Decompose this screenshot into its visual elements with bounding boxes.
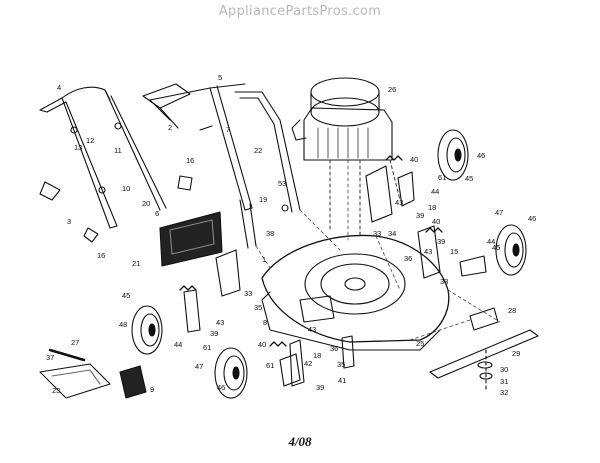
lower-handle xyxy=(39,86,167,229)
part-callout: 38 xyxy=(266,229,274,238)
part-callout: 40 xyxy=(410,155,418,164)
part-callout: 43 xyxy=(395,198,403,207)
part-callout: 12 xyxy=(86,136,94,145)
wheel-front-right xyxy=(495,224,527,276)
engine xyxy=(291,77,401,237)
part-callout: 47 xyxy=(195,362,203,371)
assembly-guide-lines xyxy=(255,159,501,341)
part-callout: 4 xyxy=(57,83,61,92)
part-callout: 25 xyxy=(416,339,424,348)
part-callout: 45 xyxy=(465,174,473,183)
part-callout: 39 xyxy=(416,211,424,220)
part-callout: 22 xyxy=(254,146,262,155)
part-callout: 3 xyxy=(67,217,71,226)
part-callout: 46 xyxy=(217,383,225,392)
part-callout: 11 xyxy=(114,146,122,155)
wheel-rear-right xyxy=(437,129,469,181)
part-callout: 21 xyxy=(132,259,140,268)
part-callout: 23 xyxy=(52,386,60,395)
part-callout: 9 xyxy=(150,385,154,394)
part-callout: 39 xyxy=(316,383,324,392)
wheel-rear-left xyxy=(131,305,163,355)
part-callout: 42 xyxy=(304,359,312,368)
callout-labels: 1234567891011121315161618181920212223252… xyxy=(46,73,536,397)
part-callout: 20 xyxy=(142,199,150,208)
part-callout: 48 xyxy=(119,320,127,329)
grass-deflector xyxy=(159,211,223,267)
part-callout: 46 xyxy=(528,214,536,223)
part-callout: 34 xyxy=(388,229,396,238)
height-adjusters xyxy=(183,165,487,387)
part-callout: 37 xyxy=(46,353,54,362)
part-callout: 44 xyxy=(431,187,439,196)
part-callout: 31 xyxy=(500,377,508,386)
part-callout: 36 xyxy=(404,254,412,263)
springs xyxy=(179,155,443,347)
part-callout: 39 xyxy=(210,329,218,338)
part-callout: 5 xyxy=(218,73,222,82)
part-callout: 10 xyxy=(122,184,130,193)
part-callout: 53 xyxy=(278,179,286,188)
part-callout: 16 xyxy=(186,156,194,165)
part-callout: 35 xyxy=(254,303,262,312)
part-callout: 61 xyxy=(266,361,274,370)
part-callout: 18 xyxy=(313,351,321,360)
part-callout: 47 xyxy=(495,208,503,217)
part-callout: 61 xyxy=(438,173,446,182)
part-callout: 43 xyxy=(216,318,224,327)
part-callout: 33 xyxy=(244,289,252,298)
part-callout: 44 xyxy=(487,237,495,246)
part-callout: 18 xyxy=(428,203,436,212)
part-callout: 40 xyxy=(258,340,266,349)
part-callout: 28 xyxy=(508,306,516,315)
part-callout: 45 xyxy=(492,243,500,252)
revision-date: 4/08 xyxy=(288,434,312,449)
part-callout: 45 xyxy=(122,291,130,300)
part-callout: 16 xyxy=(97,251,105,260)
handle-bracket xyxy=(142,83,191,129)
part-callout: 43 xyxy=(308,325,316,334)
part-callout: 33 xyxy=(373,229,381,238)
part-callout: 13 xyxy=(74,143,82,152)
part-callout: 8 xyxy=(263,318,267,327)
discharge-chute xyxy=(39,348,147,399)
part-callout: 40 xyxy=(432,217,440,226)
part-callout: 36 xyxy=(330,344,338,353)
part-callout: 44 xyxy=(174,340,182,349)
handle-knobs xyxy=(39,122,289,243)
part-callout: 61 xyxy=(203,343,211,352)
part-callout: 35 xyxy=(337,360,345,369)
part-callout: 46 xyxy=(477,151,485,160)
part-callout: 1 xyxy=(262,255,266,264)
wheel-front-left xyxy=(214,347,248,399)
part-callout: 19 xyxy=(259,195,267,204)
part-callout: 7 xyxy=(226,125,230,134)
part-callout: 29 xyxy=(512,349,520,358)
part-callout: 30 xyxy=(500,365,508,374)
part-callout: 33 xyxy=(440,277,448,286)
part-callout: 26 xyxy=(388,85,396,94)
part-callout: 43 xyxy=(424,247,432,256)
part-callout: 39 xyxy=(437,237,445,246)
part-callout: 32 xyxy=(500,388,508,397)
upper-handle xyxy=(149,83,301,249)
watermark: AppliancePartsPros.com xyxy=(218,4,382,19)
part-callout: 2 xyxy=(168,123,172,132)
part-callout: 41 xyxy=(338,376,346,385)
part-callout: 27 xyxy=(71,338,79,347)
blade xyxy=(429,307,539,393)
part-callout: 6 xyxy=(155,209,159,218)
part-callout: 15 xyxy=(450,247,458,256)
